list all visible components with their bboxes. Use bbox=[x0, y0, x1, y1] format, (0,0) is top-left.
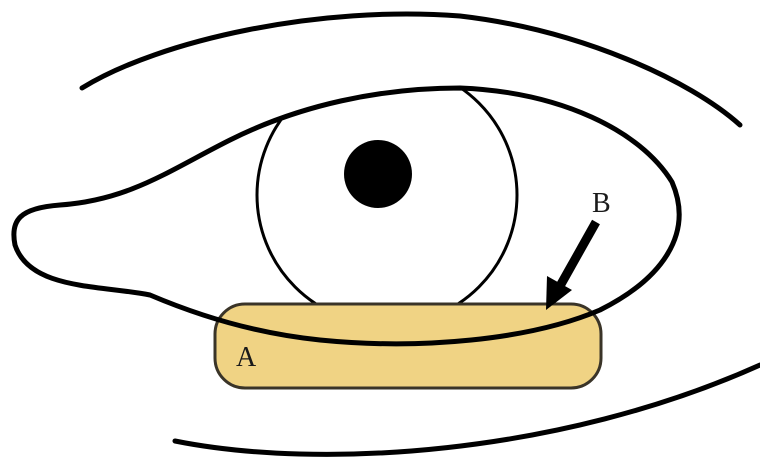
label-a: A bbox=[236, 342, 257, 373]
label-b: B bbox=[592, 188, 611, 219]
